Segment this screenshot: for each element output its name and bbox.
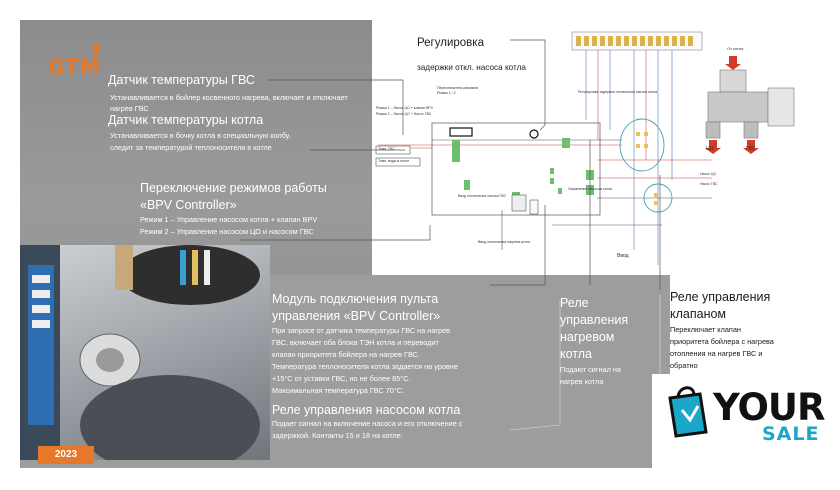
wires xyxy=(585,50,673,265)
module-desc-4: Температура теплоносителя котла задается… xyxy=(272,362,458,371)
valve-relay-desc-1: Переключает клапан xyxy=(670,325,741,334)
delay-potentiometer xyxy=(529,129,539,139)
boiler-sensor-desc-1: Устанавливается в бочку котла в специаль… xyxy=(110,131,291,140)
mode-switch xyxy=(449,127,473,137)
valve-label-top: От котла xyxy=(727,46,744,51)
boiler-photo xyxy=(20,245,270,460)
shopping-bag-icon xyxy=(668,386,708,438)
label-mode-2: Режим 2 – Насос ЦО + Насос ГВС xyxy=(376,112,432,116)
watermark-your: YOUR xyxy=(713,386,825,429)
module-title-2: управления «BPV Controller» xyxy=(272,309,441,323)
heat-relay-title-3: нагревом xyxy=(560,330,615,344)
relay-valve-highlight xyxy=(619,118,665,172)
regulation-title: Регулировка xyxy=(417,37,485,49)
module-desc-6: Максимальная температура ГВС 70°С. xyxy=(272,386,405,395)
regulation-subtitle: задержки откл. насоса котла xyxy=(417,63,526,72)
controller-board xyxy=(431,122,601,216)
label-boiler-temp: Темп. воды в котле xyxy=(378,159,410,163)
valve-relay-title-1: Реле управления xyxy=(670,290,771,304)
gtm-logo: GTM xyxy=(48,42,100,78)
pump-relay-title: Реле управления насосом котла xyxy=(272,403,461,417)
heat-relay-title-1: Реле xyxy=(560,296,589,310)
svg-text:GTM: GTM xyxy=(48,55,100,78)
pump-relay-desc-2: задержкой. Контакты 15 и 18 на котле. xyxy=(272,431,403,440)
mode-1-text: Режим 1 – Управление насосом котла + кла… xyxy=(140,215,318,224)
label-dhw-pump-input: Ввод отключения насоса ГВС xyxy=(458,194,507,198)
terminal-block xyxy=(571,31,703,51)
mode-2-text: Режим 2 – Управление насосом ЦО и насосо… xyxy=(140,227,314,236)
module-title-1: Модуль подключения пульта xyxy=(272,292,439,306)
label-mode-1: Режим 1 – Насос ЦО + клапан BPV xyxy=(376,106,434,110)
label-input: Ввод xyxy=(617,253,629,259)
pump-relay-desc-1: Подает сигнал на включение насоса и его … xyxy=(272,419,463,428)
label-mode-values: Режим 1 / 2 xyxy=(437,91,456,95)
label-pump-control: Управление насосом котла xyxy=(568,187,613,191)
wiring-schematic: Регулировка задержки откл. насоса котла xyxy=(372,20,840,275)
valve-relay-desc-3: отопления на нагрев ГВС и xyxy=(670,349,763,358)
dhw-sensor-title: Датчик температуры ГВС xyxy=(108,73,255,87)
module-desc-2: ГВС, включает оба блока ТЭН котла и пере… xyxy=(272,338,439,347)
mode-switch-title-2: «BPV Controller» xyxy=(140,198,237,212)
label-delay-regulation: Регулировка задержки отключения насоса к… xyxy=(578,90,658,94)
mode-switch-title-1: Переключение режимов работы xyxy=(140,181,327,195)
module-desc-3: клапан приоритета бойлера на нагрев ГВС. xyxy=(272,350,420,359)
boiler-sensor-title: Датчик температуры котла xyxy=(108,113,264,127)
module-desc-5: +15°С от уставки ГВС, но не более 85°С. xyxy=(272,374,411,383)
watermark-sale: SALE xyxy=(762,423,820,445)
label-heat-input: Ввод отключения нагрева котла xyxy=(478,240,530,244)
heat-relay-title-4: котла xyxy=(560,347,592,361)
valve-relay-desc-2: приоритета бойлера с нагрева xyxy=(670,337,774,346)
heat-relay-desc-2: нагрев котла xyxy=(560,377,604,386)
valve-relay-title-2: клапаном xyxy=(670,307,727,321)
boiler-sensor-desc-2: следит за температурой теплоносителя в к… xyxy=(110,143,272,152)
label-co-pump: Насос ЦО xyxy=(700,172,717,176)
label-mode-switch: Переключатель режимов xyxy=(437,86,478,90)
heat-relay-title-2: управления xyxy=(560,313,629,327)
heat-relay-desc-1: Подают сигнал на xyxy=(560,365,621,374)
boiler-temp-box xyxy=(375,157,421,167)
label-dhw-pump: Насос ГВС xyxy=(700,182,718,186)
valve-relay-desc-4: обратно xyxy=(670,361,698,370)
priority-valve-drawing xyxy=(705,56,795,154)
dhw-sensor-desc: Устанавливается в бойлер косвенного нагр… xyxy=(110,93,348,113)
valve-label-co: ЦО xyxy=(706,146,714,152)
valve-label-gvs: ГВС xyxy=(746,146,756,152)
relay-heat-highlight xyxy=(643,183,673,213)
label-dhw-temp: Темп. ГВС xyxy=(378,147,395,151)
module-desc-1: При запросе от датчика температуры ГВС н… xyxy=(272,326,451,335)
year-badge: 2023 xyxy=(38,446,94,464)
